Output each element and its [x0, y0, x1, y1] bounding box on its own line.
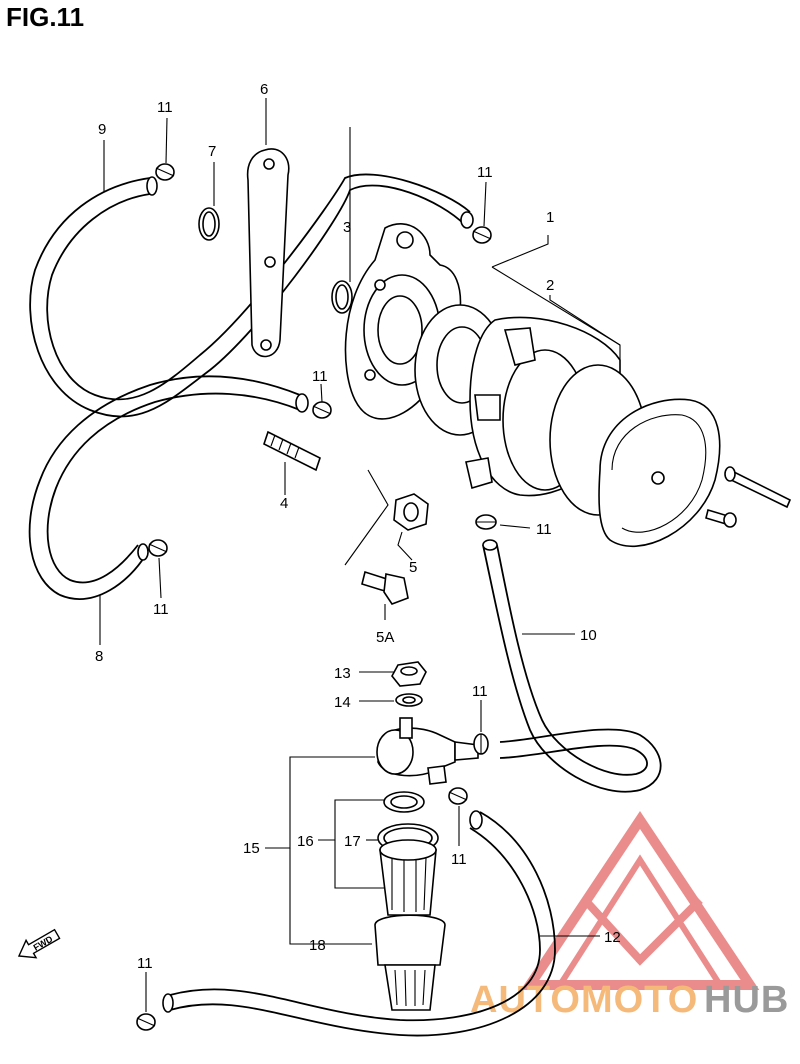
callout-11-h: 11	[137, 955, 153, 972]
fwd-arrow-icon: FWD	[17, 928, 61, 959]
callout-9: 9	[98, 121, 106, 138]
strainer	[379, 839, 437, 916]
callout-11-b: 11	[477, 164, 493, 181]
callout-15: 15	[243, 840, 260, 857]
watermark-text-a: AUTOMOTO	[470, 979, 698, 1021]
callout-11-a: 11	[157, 99, 173, 116]
callout-11-f: 11	[472, 683, 488, 700]
callout-1: 1	[546, 209, 554, 226]
callout-12: 12	[604, 929, 621, 946]
screw	[705, 508, 737, 528]
callout-10: 10	[580, 627, 597, 644]
callout-17: 17	[344, 833, 361, 850]
callout-11-c: 11	[312, 368, 328, 385]
hose-10	[482, 539, 662, 793]
hose-12	[162, 810, 556, 1037]
callout-11-d: 11	[536, 521, 552, 538]
bolt-5a	[361, 570, 409, 605]
fuel-cock	[376, 717, 479, 785]
callout-11-e: 11	[153, 601, 169, 618]
long-bolt	[724, 466, 792, 509]
callout-3: 3	[343, 219, 351, 236]
callout-5: 5	[409, 559, 417, 576]
fuel-pump-assembly	[344, 223, 721, 548]
callout-2: 2	[546, 277, 554, 294]
nut-13	[391, 661, 427, 687]
hose-8	[28, 375, 309, 600]
callout-18: 18	[309, 937, 326, 954]
clamp-icon	[136, 163, 497, 1031]
callout-13: 13	[334, 665, 351, 682]
callout-7: 7	[208, 143, 216, 160]
callout-4: 4	[280, 495, 288, 512]
callout-8: 8	[95, 648, 103, 665]
callout-6: 6	[260, 81, 268, 98]
leader-lines	[99, 98, 621, 1012]
watermark-text-b: HUB	[704, 979, 789, 1021]
watermark-logo	[520, 810, 760, 990]
cup-18	[374, 914, 446, 1011]
callout-14: 14	[334, 694, 351, 711]
callout-11-g: 11	[451, 851, 467, 868]
stud-4	[263, 430, 321, 472]
bracket-6	[246, 148, 290, 358]
callout-16: 16	[297, 833, 314, 850]
callout-5a: 5A	[376, 629, 394, 646]
figure-title: FIG.11	[6, 2, 84, 32]
nut-5	[393, 493, 429, 531]
